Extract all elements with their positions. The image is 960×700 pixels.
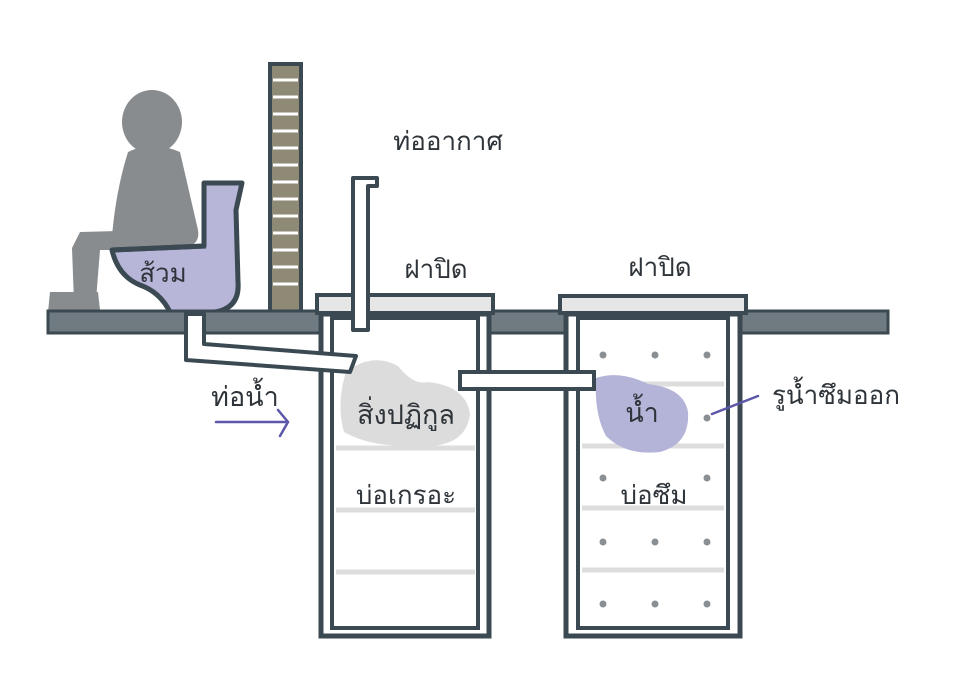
seepage-pit — [558, 294, 748, 639]
septic-tank-label: บ่อเกรอะ — [356, 481, 456, 511]
flow-arrow — [214, 408, 290, 438]
air-pipe-label: ท่ออากาศ — [393, 127, 503, 157]
septic-lid-label: ฝาปิด — [404, 255, 467, 285]
septic-tank — [315, 293, 495, 639]
connecting-pipe — [458, 370, 596, 391]
waste-blob — [340, 360, 470, 447]
air-vent-pipe — [351, 176, 379, 332]
water-pipe-label: ท่อน้ำ — [211, 377, 279, 413]
seepage-pointer-line — [710, 394, 760, 416]
septic-tank-lid — [315, 293, 495, 315]
water-blob — [595, 375, 689, 453]
drain-pipe — [184, 312, 358, 374]
seepage-pit-lid — [558, 294, 748, 315]
seepage-lid-label: ฝาปิด — [628, 253, 691, 283]
waste-label: สิ่งปฏิกูล — [357, 396, 455, 431]
toilet-label: ส้วม — [139, 259, 187, 289]
seepage-holes-label: รูน้ำซึมออก — [772, 376, 900, 411]
water-label: น้ำ — [625, 393, 659, 429]
toilet — [109, 180, 245, 315]
seepage-pit-label: บ่อซึม — [621, 481, 688, 511]
seepage-holes — [599, 351, 711, 608]
brick-wall — [268, 62, 303, 316]
